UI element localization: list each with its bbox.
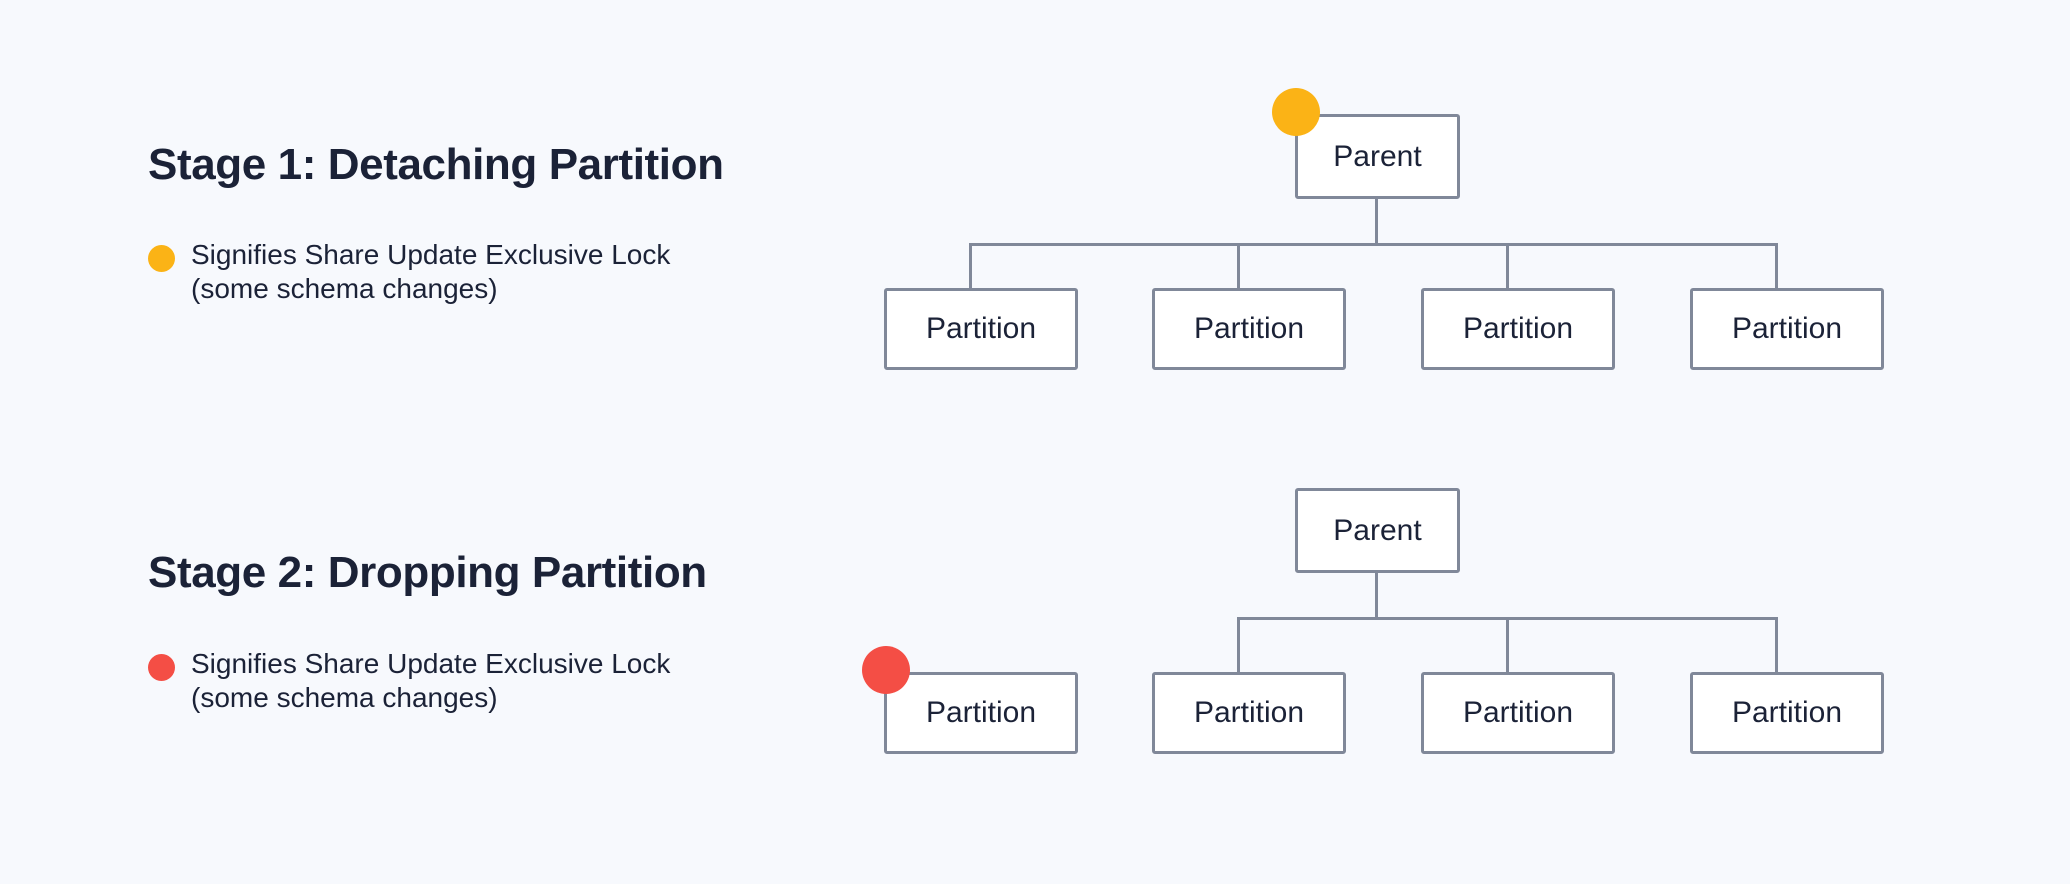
stage-2-partition-1-detached[interactable]: Partition (884, 672, 1078, 754)
stage-2-parent-label: Parent (1333, 513, 1422, 547)
stage-1-partition-1[interactable]: Partition (884, 288, 1078, 370)
detached-partition-lock-dot-icon (862, 646, 910, 694)
stage-1-partition-4[interactable]: Partition (1690, 288, 1884, 370)
stage-1-partition-1-label: Partition (925, 312, 1037, 345)
stage-1-legend-text: Signifies Share Update Exclusive Lock (s… (191, 239, 671, 305)
parent-lock-dot-icon (1272, 88, 1320, 136)
red-lock-dot (148, 654, 175, 681)
stage-2-partition-3-label: Partition (1462, 696, 1574, 729)
stage-1-parent-trunk-edge (1375, 199, 1378, 245)
stage-2-partition-3[interactable]: Partition (1421, 672, 1615, 754)
stage-1-partition-3[interactable]: Partition (1421, 288, 1615, 370)
stage-2-child-2-edge (1237, 617, 1240, 674)
stage-2-legend-text: Signifies Share Update Exclusive Lock (s… (191, 648, 671, 714)
stage-1-partition-2-label: Partition (1193, 312, 1305, 345)
stage-1-child-1-edge (969, 243, 972, 290)
stage-1-sibling-bar-edge (969, 243, 1778, 246)
stage-2-partition-4-label: Partition (1731, 696, 1843, 729)
stage-1-legend: Signifies Share Update Exclusive Lock (s… (148, 238, 788, 306)
stage-2-title: Stage 2: Dropping Partition (148, 548, 707, 597)
stage-1-title: Stage 1: Detaching Partition (148, 140, 724, 189)
yellow-lock-dot (148, 245, 175, 272)
stage-2-partition-1-label: Partition (925, 696, 1037, 729)
stage-2-partition-4[interactable]: Partition (1690, 672, 1884, 754)
stage-2-legend: Signifies Share Update Exclusive Lock (s… (148, 647, 788, 715)
stage-1-child-4-edge (1775, 243, 1778, 290)
stage-1-child-3-edge (1506, 243, 1509, 290)
stage-2-partition-2-label: Partition (1193, 696, 1305, 729)
stage-2-child-4-edge (1775, 617, 1778, 674)
stage-1-parent-label: Parent (1333, 139, 1422, 173)
stage-2-partition-2[interactable]: Partition (1152, 672, 1346, 754)
stage-1-child-2-edge (1237, 243, 1240, 290)
stage-2-child-3-edge (1506, 617, 1509, 674)
stage-1-parent-node[interactable]: Parent (1295, 114, 1460, 199)
stage-1-partition-3-label: Partition (1462, 312, 1574, 345)
stage-1-partition-2[interactable]: Partition (1152, 288, 1346, 370)
stage-1-partition-4-label: Partition (1731, 312, 1843, 345)
stage-2-parent-trunk-edge (1375, 573, 1378, 619)
stage-2-parent-node[interactable]: Parent (1295, 488, 1460, 573)
